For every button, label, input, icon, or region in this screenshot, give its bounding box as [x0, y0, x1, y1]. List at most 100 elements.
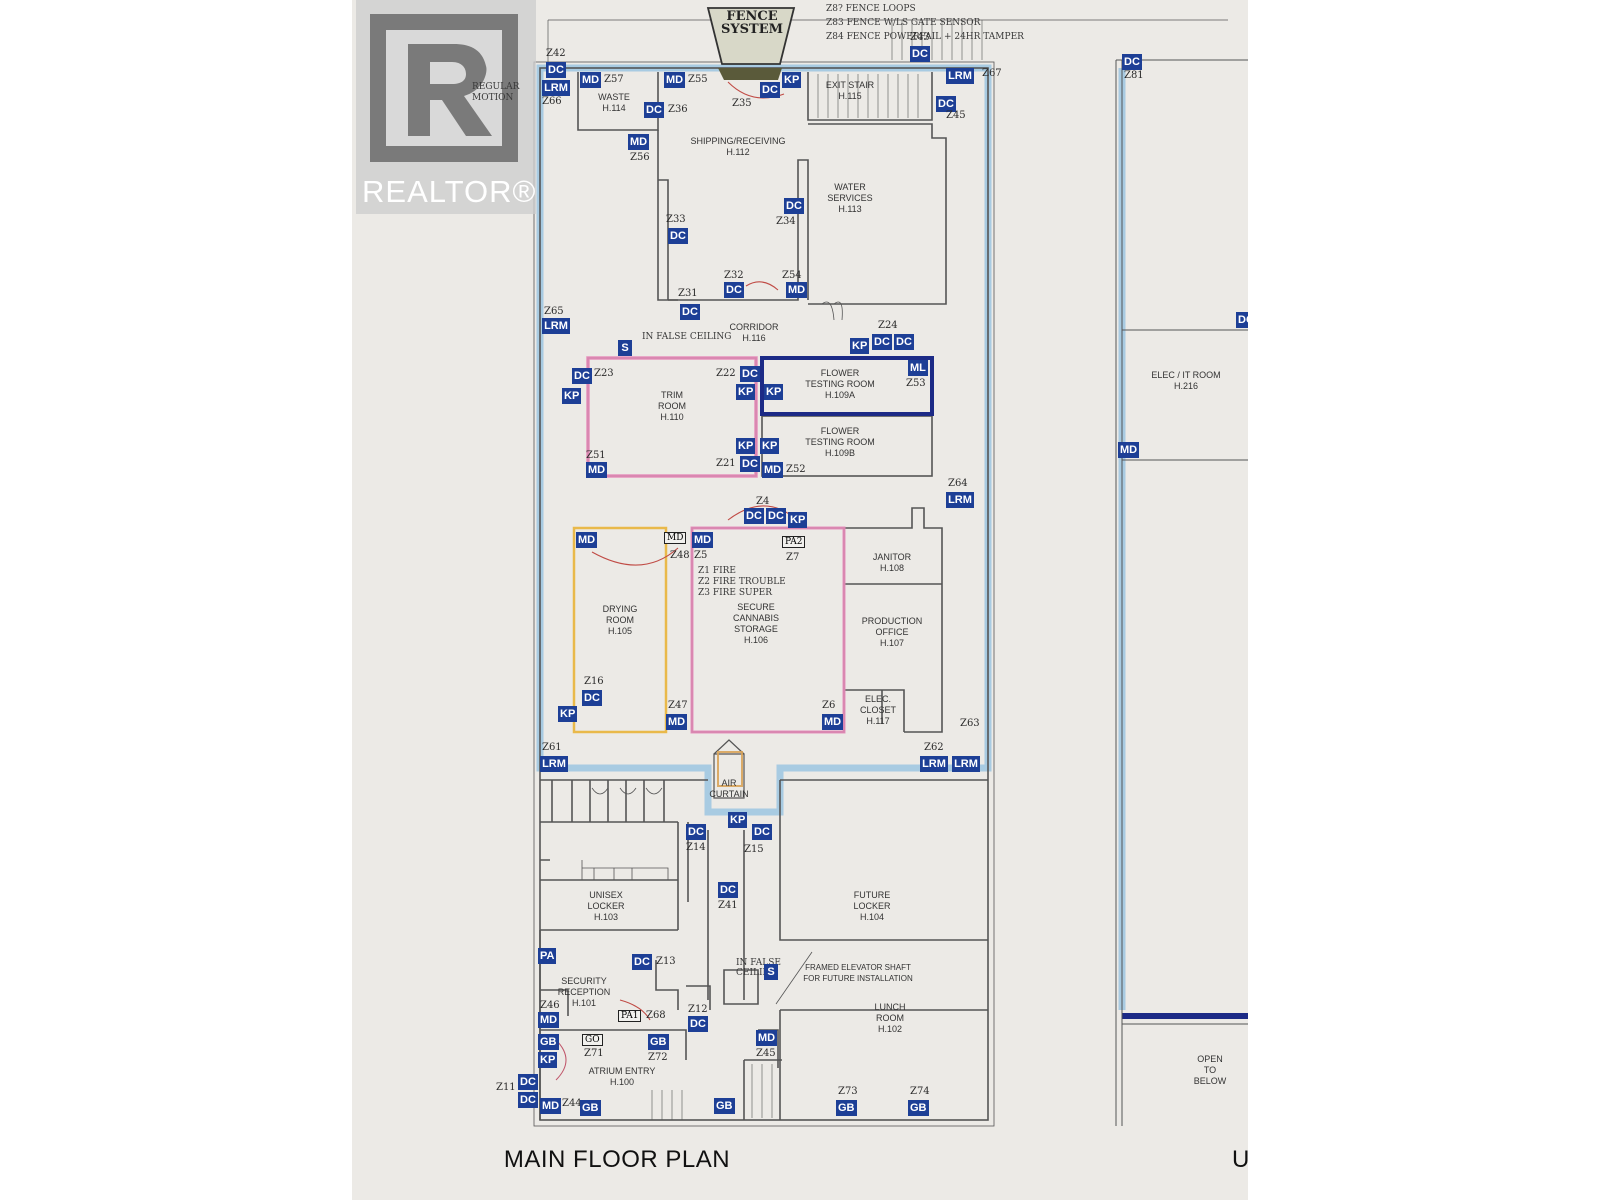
device-md: MD: [540, 1098, 562, 1114]
fire-note-3: Z3 FIRE SUPER: [698, 588, 772, 598]
flower-testing-a-navy-highlight: [760, 356, 934, 416]
zone-label: Z61: [542, 742, 562, 753]
device-s: S: [618, 340, 632, 356]
device-dc: DC: [784, 198, 804, 214]
zone-label: Z7: [786, 552, 800, 563]
device-md: MD: [628, 134, 650, 150]
device-dc: DC: [686, 824, 706, 840]
main-floor-plan-title: MAIN FLOOR PLAN: [503, 1146, 731, 1173]
device-gb: GB: [580, 1100, 601, 1116]
device-lrm: LRM: [542, 318, 570, 334]
device-kp: KP: [736, 438, 756, 454]
zone-label: Z24: [878, 320, 898, 331]
device-md: MD: [692, 532, 714, 548]
fence-note-1: Z8? FENCE LOOPS: [826, 4, 916, 14]
zone-label: Z65: [544, 306, 564, 317]
zone-label: Z15: [744, 844, 764, 855]
device-md: MD: [576, 532, 598, 548]
device-kp: KP: [760, 438, 780, 454]
device-md-handdrawn: MD: [664, 532, 687, 544]
zone-label: Z48: [670, 550, 690, 561]
zone-label: Z12: [688, 1004, 708, 1015]
device-gb: GB: [714, 1098, 735, 1114]
zone-label: Z66: [542, 96, 562, 107]
device-kp: KP: [782, 72, 802, 88]
zone-label: Z67: [982, 68, 1002, 79]
device-kp: KP: [538, 1052, 558, 1068]
device-kp: KP: [736, 384, 756, 400]
device-dc: DC: [518, 1074, 538, 1090]
zone-label: Z51: [586, 450, 606, 461]
zone-label: Z41: [718, 900, 738, 911]
device-md: MD: [586, 462, 608, 478]
device-md: MD: [786, 282, 808, 298]
zone-label: Z55: [688, 74, 708, 85]
zone-label: Z34: [776, 216, 796, 227]
device-go: GO: [582, 1034, 603, 1046]
zone-label: Z74: [910, 1086, 930, 1097]
device-dc: DC: [1236, 312, 1248, 328]
zone-label: Z6: [822, 700, 836, 711]
zone-label: Z53: [906, 378, 926, 389]
device-dc: DC: [572, 368, 592, 384]
zone-label: Z32: [724, 270, 744, 281]
zone-z43: Z43: [910, 32, 930, 43]
realtor-watermark: REALTOR®: [356, 0, 536, 214]
device-lrm: LRM: [952, 756, 980, 772]
zone-label: Z57: [604, 74, 624, 85]
device-dc: DC: [894, 334, 914, 350]
false-ceiling-note-2: IN FALSE CEILING: [736, 958, 781, 978]
zone-label: Z52: [786, 464, 806, 475]
device-dc: DC: [546, 62, 566, 78]
device-pa2: PA2: [782, 536, 806, 548]
device-dc: DC: [872, 334, 892, 350]
device-dc: DC: [668, 228, 688, 244]
device-md: MD: [762, 462, 784, 478]
zone-label: Z36: [668, 104, 688, 115]
device-lrm: LRM: [946, 68, 974, 84]
zone-label: Z33: [666, 214, 686, 225]
device-gb: GB: [648, 1034, 669, 1050]
device-dc: DC: [766, 508, 786, 524]
storage-pink-highlight: [690, 526, 846, 734]
false-ceiling-note-1: IN FALSE CEILING: [642, 332, 732, 342]
zone-label: Z35: [732, 98, 752, 109]
zone-label: Z13: [656, 956, 676, 967]
fence-gate-mark: [718, 68, 782, 80]
device-md: MD: [1118, 442, 1140, 458]
device-pa1: PA1: [618, 1010, 642, 1022]
device-dc: DC: [740, 456, 760, 472]
device-md: MD: [666, 714, 688, 730]
realtor-wordmark: REALTOR®: [362, 174, 537, 209]
zone-label: Z81: [1124, 70, 1144, 81]
device-dc: DC: [644, 102, 664, 118]
device-md: MD: [538, 1012, 560, 1028]
device-dc: DC: [718, 882, 738, 898]
device-lrm: LRM: [920, 756, 948, 772]
zone-label: Z23: [594, 368, 614, 379]
device-kp: KP: [728, 812, 748, 828]
zone-label: Z73: [838, 1086, 858, 1097]
device-kp: KP: [562, 388, 582, 404]
zone-label: Z5: [694, 550, 708, 561]
background-left: [0, 0, 352, 1200]
zone-label: Z71: [584, 1048, 604, 1059]
device-s: S: [764, 964, 778, 980]
device-dc: DC: [632, 954, 652, 970]
device-dc: DC: [910, 46, 930, 62]
background-right: [1248, 0, 1600, 1200]
device-ml: ML: [908, 360, 928, 376]
device-dc: DC: [582, 690, 602, 706]
